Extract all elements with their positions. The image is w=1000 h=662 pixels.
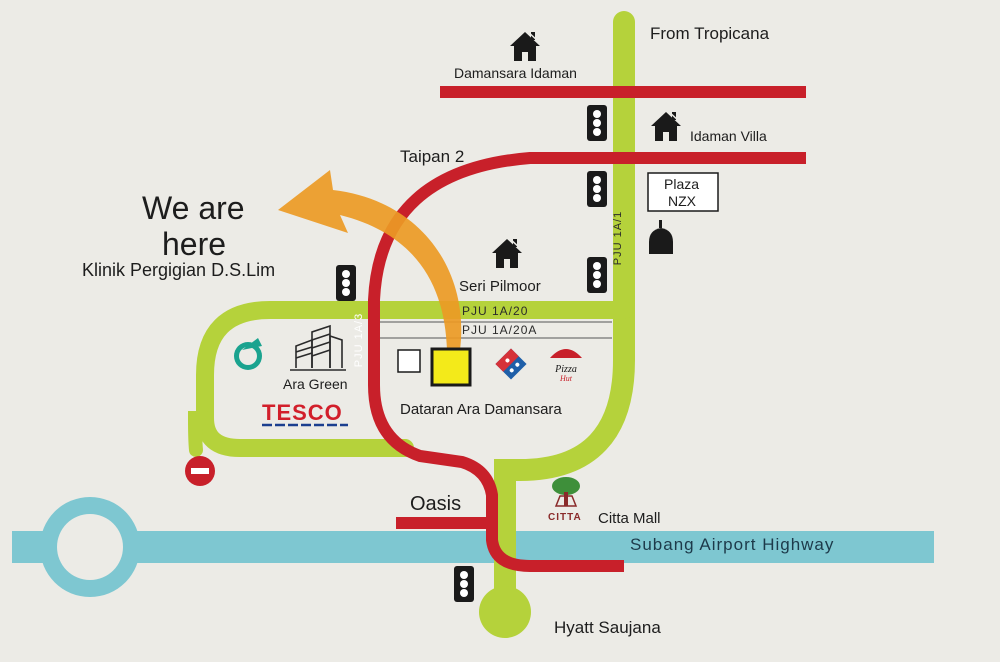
traffic-light-icon <box>587 171 607 207</box>
house-icon <box>491 235 523 269</box>
pizza-hut-logo-icon: Pizza Hut <box>550 349 582 383</box>
citta-logo-label: CITTA <box>548 512 582 523</box>
red-roads <box>368 86 806 572</box>
damansara-idaman-label: Damansara Idaman <box>454 65 577 81</box>
oasis-label: Oasis <box>410 493 462 515</box>
pju-1a1-label: PJU 1A/1 <box>612 210 625 266</box>
seri-pilmoor-label: Seri Pilmoor <box>459 278 541 295</box>
dataran-label: Dataran Ara Damansara <box>400 401 562 418</box>
traffic-light-icon <box>336 265 356 301</box>
house-icon <box>650 108 682 142</box>
plaza-nzx-line-1: Plaza <box>664 176 700 192</box>
subang-airport-highway <box>12 497 934 597</box>
plaza-nzx-box <box>647 172 719 212</box>
traffic-light-icon <box>454 566 474 602</box>
traffic-light-icon <box>587 105 607 141</box>
neighbour-lot <box>397 349 421 373</box>
clinic-name: Klinik Pergigian D.S.Lim <box>82 260 276 280</box>
dominos-logo-icon <box>495 348 527 380</box>
house-icon <box>509 28 541 62</box>
tesco-label: TESCO <box>262 400 343 425</box>
pju-1a3-label: PJU 1A/3 <box>353 312 366 368</box>
ara-green-label: Ara Green <box>283 376 348 392</box>
highway-label: Subang Airport Highway <box>630 535 835 554</box>
building-icon <box>290 324 346 371</box>
petronas-logo-icon <box>234 338 262 370</box>
service-road <box>380 321 612 339</box>
no-entry-icon <box>185 456 215 486</box>
tree-logo-icon <box>552 477 580 507</box>
svg-text:Hut: Hut <box>559 374 573 383</box>
headline-line-1: We are <box>142 190 245 226</box>
we-are-here-arrow <box>278 170 462 350</box>
mosque-icon <box>649 220 673 254</box>
hyatt-label: Hyatt Saujana <box>554 618 661 637</box>
taipan-label: Taipan 2 <box>400 147 465 166</box>
idaman-villa-label: Idaman Villa <box>690 128 767 144</box>
pju-1a20-label: PJU 1A/20 <box>462 304 529 318</box>
from-tropicana-label: From Tropicana <box>650 24 770 43</box>
headline-line-2: here <box>162 226 227 262</box>
pju-1a20a-label: PJU 1A/20A <box>462 323 538 337</box>
traffic-light-icon <box>587 257 607 293</box>
plaza-nzx-line-2: NZX <box>668 193 696 209</box>
svg-text:Pizza: Pizza <box>554 364 577 375</box>
citta-mall-label: Citta Mall <box>598 510 661 527</box>
clinic-lot <box>430 347 472 387</box>
